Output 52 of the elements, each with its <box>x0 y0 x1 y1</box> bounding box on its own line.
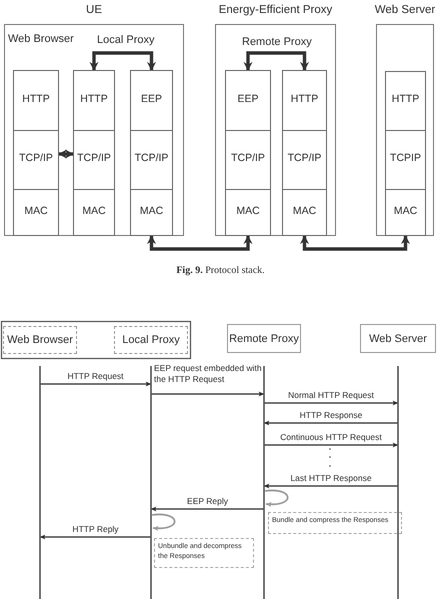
arrow <box>39 534 151 540</box>
protocol-layer: MAC <box>130 189 173 236</box>
participant-name: Local Proxy <box>122 334 180 346</box>
device-title: Web Server <box>374 4 436 16</box>
arrow <box>263 420 398 426</box>
message-label: EEP request embedded with the HTTP Request <box>154 363 263 386</box>
protocol-layer: MAC <box>225 189 271 236</box>
component-label: Remote Proxy <box>242 36 312 48</box>
protocol-layer: TCP/IP <box>73 130 115 190</box>
self-loop-arrow <box>264 490 288 507</box>
double-arrow <box>90 51 156 71</box>
double-arrow <box>300 235 410 251</box>
device-title: Energy-Efficient Proxy <box>218 4 332 16</box>
protocol-layer: TCP/IP <box>13 130 59 190</box>
protocol-layer: HTTP <box>13 70 59 131</box>
protocol-layer: TCP/IP <box>225 130 271 190</box>
protocol-layer: HTTP <box>385 71 426 131</box>
protocol-layer: EEP <box>225 70 271 131</box>
message-label: HTTP Request <box>67 371 124 382</box>
message-label: Last HTTP Response <box>290 473 372 484</box>
double-arrow <box>58 150 74 158</box>
protocol-layer: MAC <box>385 189 426 236</box>
arrow <box>264 400 399 406</box>
message-label: EEP Reply <box>187 496 228 508</box>
protocol-layer: TCP/IP <box>282 130 327 190</box>
protocol-layer: EEP <box>130 70 173 131</box>
participant-name: Web Server <box>369 332 427 344</box>
arrow <box>40 382 152 386</box>
arrow <box>150 506 264 512</box>
message-label: HTTP Response <box>300 410 362 422</box>
message-label: Normal HTTP Request <box>288 390 374 402</box>
double-arrow <box>244 51 309 71</box>
protocol-layer: HTTP <box>282 70 327 131</box>
participant-name: Web Browser <box>7 334 73 346</box>
component-label: Web Browser <box>8 33 74 45</box>
message-label: Continuous HTTP Request <box>280 432 382 444</box>
protocol-layer: MAC <box>282 189 327 236</box>
protocol-layer: MAC <box>13 189 59 236</box>
component-label: Local Proxy <box>97 34 154 46</box>
double-arrow <box>147 235 252 251</box>
protocol-layer: TCP/IP <box>130 130 173 190</box>
self-loop-arrow <box>152 514 176 531</box>
device-title: UE <box>86 4 102 16</box>
arrow <box>151 392 265 396</box>
figure-caption: Fig. 9. Protocol stack. <box>176 265 265 276</box>
protocol-layer: MAC <box>73 189 115 236</box>
arrow <box>264 442 399 448</box>
arrow <box>263 484 398 488</box>
protocol-layer: TCPIP <box>385 130 426 190</box>
participant-name: Remote Proxy <box>229 332 299 344</box>
message-label: HTTP Reply <box>72 524 119 536</box>
protocol-layer: HTTP <box>73 70 115 131</box>
